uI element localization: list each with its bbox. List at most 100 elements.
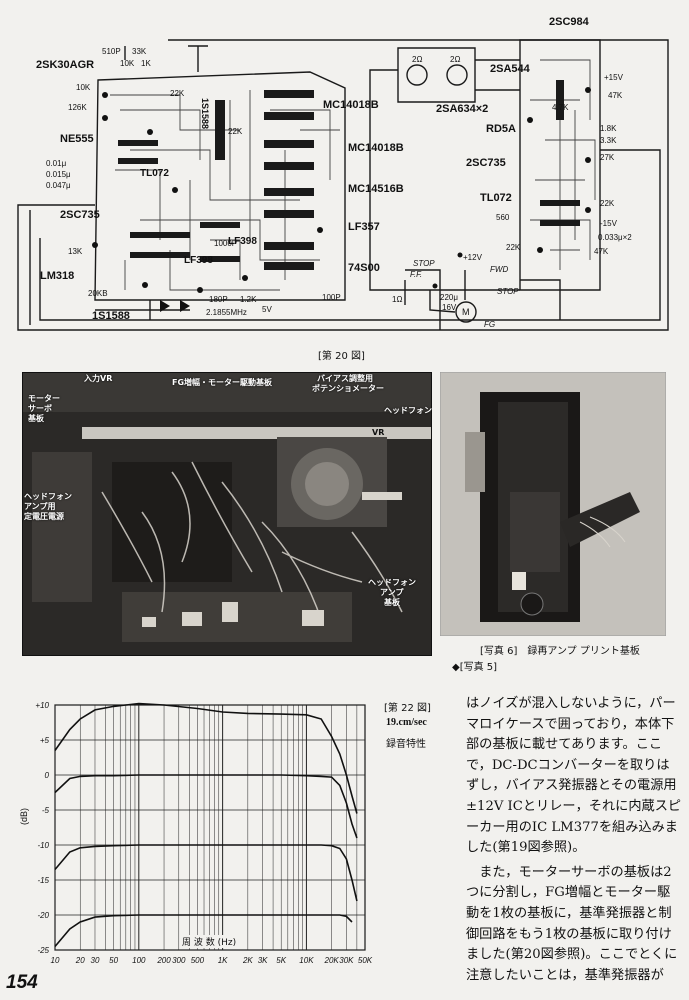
label-lf398-2: LF398	[184, 255, 213, 266]
value-0.033ux2: 0.033μ×2	[598, 233, 632, 242]
value-1k: 1K	[141, 59, 151, 68]
response-curve-4	[54, 914, 353, 948]
photo5-label-servo: サーボ	[28, 404, 52, 413]
y-tick-label: +5	[40, 736, 50, 745]
chart-frame	[54, 704, 366, 951]
x-tick-label: 1K	[218, 956, 228, 965]
value-180p: 180P	[209, 295, 228, 304]
y-tick-label: -10	[37, 841, 49, 850]
label-1s1588: 1S1588	[92, 310, 130, 322]
label-mc14516b: MC14516B	[348, 183, 404, 195]
value-20kb: 20KB	[88, 289, 108, 298]
photo5-label-headphone-2: ヘッドフォン	[24, 492, 72, 501]
value-1.2k: 1.2K	[240, 295, 257, 304]
label-74s00: 74S00	[348, 262, 380, 274]
x-tick-label: 10	[51, 956, 60, 965]
value-minus15v: -15V	[600, 219, 617, 228]
value-ff: F.F.	[410, 270, 423, 279]
x-tick-label: 20K	[324, 956, 340, 965]
value-plus12v: +12V	[463, 253, 482, 262]
value-220u: 220μ	[440, 293, 458, 302]
response-curve-2	[54, 774, 358, 839]
label-tl072-left: TL072	[140, 168, 169, 179]
value-16v: 16V	[442, 303, 457, 312]
value-100p: 100P	[322, 293, 341, 302]
y-tick-label: 0	[45, 771, 50, 780]
photo5-label-potentiometer: ポテンショメーター	[312, 384, 384, 393]
page-number: 154	[6, 972, 38, 993]
photo5-reference: ◆[写真 5]	[452, 662, 498, 673]
label-lm318: LM318	[40, 270, 75, 282]
photo5-label-fg-board: FG増幅・モーター駆動基板	[172, 378, 273, 387]
photo5-label-board: 基板	[28, 414, 44, 423]
x-tick-label: 5K	[276, 956, 286, 965]
photo5-label-headphone-vr: ヘッドフォン	[384, 406, 432, 415]
value-5v: 5V	[262, 305, 272, 314]
label-2sc735: 2SC735	[60, 209, 100, 221]
label-ne555: NE555	[60, 133, 94, 145]
value-2ohm-2: 2Ω	[450, 55, 461, 64]
circuit-diagram-fig20	[17, 39, 669, 331]
label-lf398-1: LF398	[228, 236, 257, 247]
value-22k: 22K	[228, 127, 243, 136]
label-tl072-right: TL072	[480, 192, 512, 204]
photo-6-image	[440, 372, 666, 636]
body-paragraph-2: また，モーターサーボの基板は2つに分割し，FG増幅とモーター駆動を1枚の基板に，…	[466, 864, 678, 983]
value-22k-b: 22K	[170, 89, 185, 98]
label-2sa544: 2SA544	[490, 63, 530, 75]
photo5-label-headphone-3: ヘッドフォン	[368, 578, 416, 587]
chart-xlabel: 周 波 数 (Hz)	[180, 935, 239, 948]
x-tick-label: 50K	[358, 956, 373, 965]
value-27k: 27K	[600, 153, 615, 162]
label-1s1588-vertical: 1S1588	[200, 98, 210, 130]
photo5-label-motor: モーター	[28, 394, 60, 403]
y-tick-label: -5	[42, 806, 50, 815]
x-tick-label: 100	[132, 956, 146, 965]
x-tick-label: 30K	[339, 956, 354, 965]
label-mc14018b-1: MC14018B	[323, 99, 379, 111]
y-tick-label: -25	[37, 946, 49, 955]
x-tick-label: 500	[191, 956, 205, 965]
photo6-caption: [写真 6] 録再アンプ プリント基板	[480, 646, 640, 657]
response-curve-1	[54, 702, 358, 814]
label-2sc984: 2SC984	[549, 16, 589, 28]
photo5-label-input-vr: 入力VR	[84, 374, 113, 383]
value-47k: 47K	[608, 91, 623, 100]
value-1.8k: 1.8K	[600, 124, 617, 133]
value-2ohm-1: 2Ω	[412, 55, 423, 64]
y-tick-label: -20	[37, 911, 49, 920]
x-tick-label: 2K	[242, 956, 253, 965]
x-tick-label: 50	[109, 956, 118, 965]
value-560: 560	[496, 213, 510, 222]
photo-5: 入力VR FG増幅・モーター駆動基板 バイアス調整用 ポテンショメーター モータ…	[22, 372, 432, 656]
value-0.047u: 0.047μ	[46, 181, 71, 190]
value-0.01u: 0.01μ	[46, 159, 67, 168]
body-text: はノイズが混入しないように，パーマロイケースで囲っており，本体下部の基板に載せて…	[466, 694, 682, 986]
value-10k: 10K	[120, 59, 135, 68]
value-22k-right: 22K	[600, 199, 615, 208]
photo5-label-vr: VR	[372, 428, 385, 437]
value-stop-2: STOP	[497, 287, 519, 296]
value-13k: 13K	[68, 247, 83, 256]
value-motor: M	[462, 307, 470, 317]
x-tick-label: 3K	[258, 956, 268, 965]
value-10k-b: 10K	[76, 83, 91, 92]
value-22k-c: 22K	[506, 243, 521, 252]
value-126k: 126K	[68, 103, 87, 112]
label-2sc735-right: 2SC735	[466, 157, 506, 169]
value-plus15v: +15V	[604, 73, 623, 82]
x-tick-label: 200	[156, 956, 171, 965]
value-4.7k: 4.7K	[552, 103, 569, 112]
y-tick-label: +10	[35, 701, 49, 710]
value-47k-b: 47K	[594, 247, 609, 256]
photo5-label-regulator: 定電圧電源	[24, 512, 64, 521]
value-stop-1: STOP	[413, 259, 435, 268]
y-tick-label: -15	[37, 876, 49, 885]
photo-5-image	[22, 372, 432, 656]
label-2sa634x2: 2SA634×2	[436, 103, 489, 115]
value-510p: 510P	[102, 47, 121, 56]
label-2sk30agr: 2SK30AGR	[36, 59, 95, 71]
value-fg: FG	[484, 320, 496, 329]
figure-22-label: [第 22 図]	[384, 703, 431, 714]
body-paragraph-1: はノイズが混入しないように，パーマロイケースで囲っており，本体下部の基板に載せて…	[466, 696, 682, 856]
